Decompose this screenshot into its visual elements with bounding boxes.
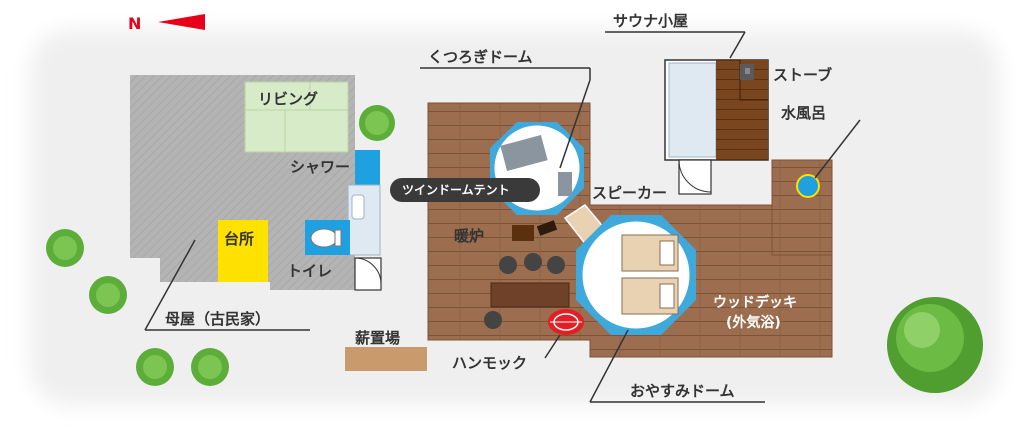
trees [46,105,983,393]
tree-icon [887,297,983,393]
living-room [244,81,349,153]
main-house-label: 母屋（古民家） [165,310,270,328]
main-house: リビング シャワー 台所 トイレ 母屋（古民家） [130,75,382,331]
sink-icon [351,194,365,220]
bed-icon [621,234,679,272]
chairs [484,253,570,329]
sauna-label: サウナ小屋 [613,12,688,30]
twin-dome-tent-badge: ツインドームテント [390,178,540,202]
relax-dome: くつろぎドーム [420,48,612,252]
tree-icon [46,229,84,267]
toilet-icon [310,228,338,248]
tree-icon [89,276,127,314]
toilet-label: トイレ [287,262,332,280]
woodshed: 薪置場 [345,329,427,371]
woodshed-label: 薪置場 [355,329,400,347]
north-label: N [128,14,141,33]
door-icon [354,257,382,291]
wood-deck-label: ウッドデッキ [713,294,797,311]
living-label: リビング [258,90,318,108]
cold-bath-label: 水風呂 [781,104,826,122]
sleep-dome: おやすみドーム [576,215,765,403]
relax-dome-label: くつろぎドーム [428,48,533,66]
sofa-icon [500,135,548,171]
north-arrow: N [128,14,205,33]
bed-icon [621,277,679,315]
sauna-hut: サウナ小屋 ストーブ [605,12,832,195]
stove-label: ストーブ [773,66,832,84]
cold-bath-tub-icon [796,174,820,198]
cold-bath: 水風呂 [771,104,861,256]
chair-icon [558,172,572,196]
twin-dome-tent-label: ツインドームテント [402,183,510,197]
tree-icon [136,348,174,386]
tree-icon [191,348,229,386]
shower-label: シャワー [290,158,350,176]
shower [355,150,380,185]
sleep-dome-label: おやすみドーム [630,382,735,400]
wood-deck-sublabel: (外気浴) [726,314,781,331]
north-arrow-icon [158,14,205,30]
kitchen [218,220,268,282]
tree-icon [359,105,395,141]
fireplace-icon [512,220,558,241]
hammock-label: ハンモック [452,354,527,372]
hammock-icon [548,309,584,335]
speaker-label: スピーカー [592,184,667,202]
fireplace-label: 暖炉 [454,227,484,245]
kitchen-label: 台所 [224,230,254,248]
